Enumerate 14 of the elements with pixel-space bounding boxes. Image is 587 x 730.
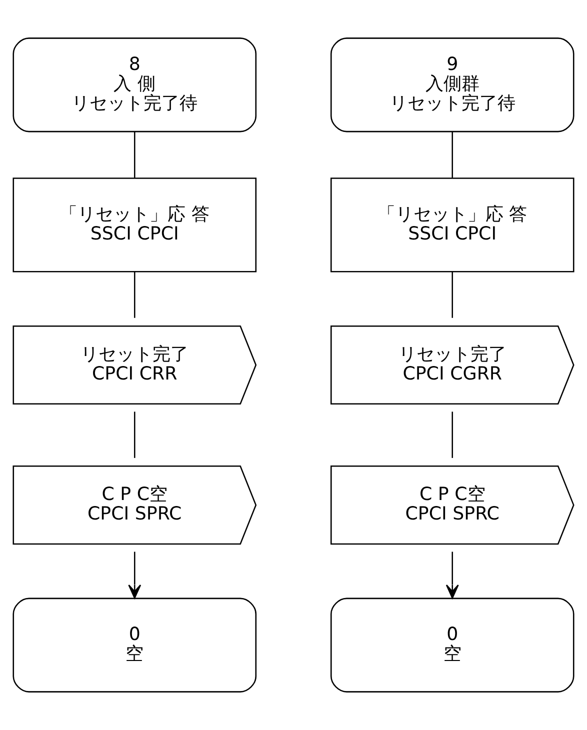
connector (452, 272, 454, 318)
arrow (128, 552, 142, 599)
node-box: 0 空 (12, 598, 257, 692)
connector (134, 412, 136, 458)
node-box: 8 入 側 リセット完了待 (12, 38, 257, 132)
node-box: 「リセット」応 答 SSCI CPCI (12, 178, 257, 272)
connector (452, 412, 454, 458)
connector (452, 132, 454, 178)
node-box: 9 入側群 リセット完了待 (330, 38, 574, 132)
node-box: 0 空 (330, 598, 574, 692)
connector (134, 272, 136, 318)
arrow (446, 552, 459, 599)
connector (134, 132, 136, 178)
node-box: 「リセット」応 答 SSCI CPCI (330, 178, 574, 272)
